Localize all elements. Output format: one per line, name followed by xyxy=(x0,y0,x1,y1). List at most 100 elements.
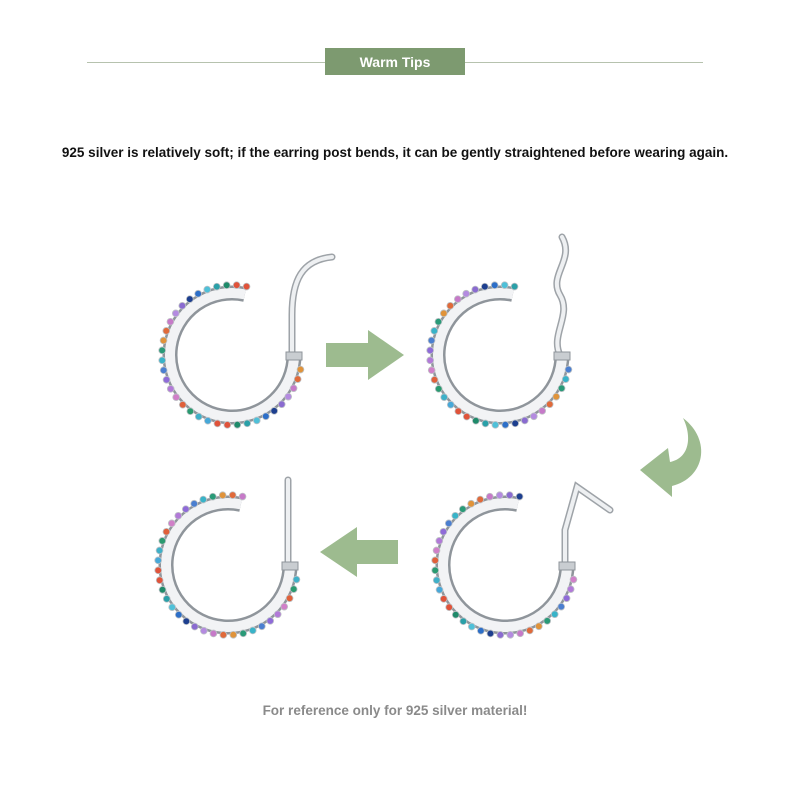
gem xyxy=(239,629,248,638)
gem xyxy=(262,412,270,421)
gem xyxy=(564,365,573,374)
gem xyxy=(162,327,171,335)
gem xyxy=(432,576,441,585)
gem xyxy=(430,327,439,335)
gem xyxy=(204,416,212,425)
gem xyxy=(538,407,547,415)
gem xyxy=(174,511,183,520)
bent-wavy-earring xyxy=(426,233,573,429)
gem xyxy=(199,495,208,504)
gem xyxy=(273,610,282,619)
gem xyxy=(181,505,190,513)
gem xyxy=(212,282,221,291)
gem xyxy=(158,585,167,594)
gem xyxy=(178,301,187,310)
gem xyxy=(451,610,460,619)
gem xyxy=(440,393,448,402)
gem xyxy=(167,519,176,528)
bent-angled-earring xyxy=(431,481,614,639)
gem xyxy=(219,631,228,639)
gem xyxy=(292,575,301,584)
gem xyxy=(248,626,257,635)
gem xyxy=(496,631,505,639)
gem xyxy=(520,416,529,425)
gem xyxy=(185,295,194,303)
gem xyxy=(453,295,462,303)
gem xyxy=(252,416,261,425)
gem xyxy=(486,629,495,638)
earring-post xyxy=(288,253,336,359)
gem xyxy=(427,336,436,345)
gem xyxy=(213,419,222,428)
gem xyxy=(485,492,494,501)
gem xyxy=(525,626,534,635)
gem xyxy=(190,499,198,508)
gem xyxy=(154,556,162,565)
gem xyxy=(454,407,463,416)
gem xyxy=(477,626,485,635)
gem xyxy=(491,421,500,429)
gem xyxy=(222,281,231,290)
gem xyxy=(435,585,444,594)
gem xyxy=(557,384,566,393)
gem xyxy=(229,630,238,639)
gem xyxy=(242,282,251,291)
gem xyxy=(500,281,509,289)
gem xyxy=(445,603,453,612)
gem xyxy=(566,585,575,593)
gem xyxy=(208,492,217,501)
gem xyxy=(182,617,191,626)
gem xyxy=(293,375,302,383)
gem xyxy=(439,595,448,603)
gem xyxy=(561,375,570,383)
tip-text: 925 silver is relatively soft; if the ea… xyxy=(61,145,729,160)
gem xyxy=(505,491,514,499)
gem xyxy=(431,556,439,565)
straightened-earring xyxy=(154,476,301,639)
gem xyxy=(430,375,439,384)
gem xyxy=(258,622,266,631)
gem xyxy=(462,412,471,421)
gem xyxy=(158,537,167,545)
arrow-left-icon xyxy=(320,527,398,577)
gem xyxy=(495,491,504,500)
gem xyxy=(545,400,554,409)
gem xyxy=(159,366,168,375)
gem xyxy=(515,492,524,501)
gem xyxy=(243,419,252,428)
gem xyxy=(444,519,453,528)
gem xyxy=(434,385,443,393)
gem xyxy=(296,365,305,374)
gem xyxy=(562,594,571,603)
gem xyxy=(154,566,163,575)
gem xyxy=(194,289,202,298)
footer-note: For reference only for 925 silver materi… xyxy=(262,703,528,718)
gem xyxy=(270,407,279,415)
gem xyxy=(516,629,525,638)
gem xyxy=(228,491,237,499)
gem xyxy=(434,317,443,326)
gem xyxy=(171,309,180,318)
gem xyxy=(506,630,515,639)
gem xyxy=(190,622,199,631)
gem xyxy=(233,420,242,429)
gem xyxy=(550,610,559,619)
gem xyxy=(530,412,538,421)
gem xyxy=(223,421,232,429)
gem xyxy=(427,366,436,375)
gem xyxy=(162,527,171,536)
gem xyxy=(439,527,448,536)
gem xyxy=(490,281,499,290)
gem xyxy=(166,317,175,326)
gem xyxy=(472,416,480,425)
gem xyxy=(432,546,441,555)
gem xyxy=(209,629,218,638)
gem xyxy=(557,602,566,611)
gem xyxy=(178,400,187,409)
gem xyxy=(543,617,552,625)
gem xyxy=(289,384,298,393)
gem xyxy=(426,346,434,355)
gem xyxy=(238,492,247,501)
curved-arrow-icon xyxy=(640,418,702,497)
